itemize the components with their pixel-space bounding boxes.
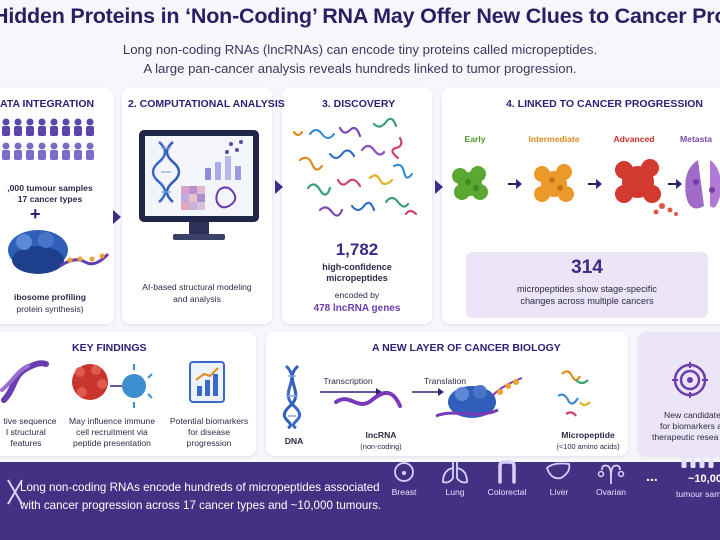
monitor-icon [139,130,259,240]
data-integration-heading: ATA INTEGRATION [0,98,95,110]
page-title: Hidden Proteins in ‘Non-Coding’ RNA May … [0,4,720,28]
lncrna-label: lncRNA [365,430,397,440]
progression-heading: 4. LINKED TO CANCER PROGRESSION [506,98,703,110]
organ-liver-label: Liver [549,487,569,497]
discovery-label-2: micropeptides [326,273,388,283]
progression-count: 314 [571,257,603,278]
biomarker-chart-icon [189,361,225,403]
ribosome-line-1: ibosome profiling [13,292,87,302]
translation-label: Translation [423,376,467,386]
micropeptide-note: (<100 amino acids) [556,442,620,451]
progression-text-1: micropeptides show stage-specific [517,284,657,294]
discovery-heading: 3. DISCOVERY [322,98,396,110]
micropeptide-label: Micropeptide [561,430,615,440]
discovery-encoded-by: encoded by [334,290,380,300]
samples-line-1: ,000 tumour samples [7,183,93,193]
footer-line-2: with cancer progression across 17 cancer… [20,499,382,512]
micropeptides-icon [292,117,418,217]
key-findings-heading: KEY FINDINGS [72,342,147,354]
finding-1-line-3: features [10,438,42,448]
candidates-line-2: for biomarkers a [660,421,720,431]
helix-icon [0,360,49,403]
new-layer-panel [266,332,628,456]
candidates-line-3: therapeutic resea [652,432,719,442]
finding-1-line-2: l structural [6,427,46,437]
patients-icon [2,118,94,160]
tumor-stages-icon [452,159,720,216]
liver-icon [545,462,571,480]
ribosome-icon [8,230,110,274]
finding-1-line-1: tive sequence [3,416,57,426]
breast-icon [394,462,414,482]
biology-flow-icon [282,364,591,430]
flow-arrow-1 [113,210,121,224]
organ-ovarian-label: Ovarian [595,487,627,497]
lncrna-note: (non-coding) [360,442,402,451]
organ-lung-label: Lung [445,487,465,497]
subtitle-line-1: Long non-coding RNAs (lncRNAs) can encod… [122,42,598,57]
finding-3-line-2: for disease [187,427,231,437]
organ-colorectal-label: Colorectal [487,487,527,497]
samples-count: ~10,000 [688,473,720,485]
finding-2-line-3: peptide presentation [73,438,151,448]
stage-intermediate-label: Intermediate [528,134,580,144]
transcription-label: Transcription [323,376,373,386]
target-icon [672,362,708,398]
organ-breast-label: Breast [391,487,417,497]
computational-caption-2: and analysis [173,294,221,304]
people-icon [681,454,714,468]
footer-banner [0,462,720,540]
computational-heading: 2. COMPUTATIONAL ANALYSIS [128,98,285,110]
immune-cell-icon [72,364,153,408]
discovery-genes: 478 lncRNA genes [313,303,401,314]
dna-label: DNA [284,436,304,446]
organs-ellipsis: ... [646,468,658,484]
plus-sign: + [30,204,41,224]
progression-stat-box [466,252,708,318]
footer-ribbon-icon [7,479,23,505]
finding-3-line-3: progression [186,438,232,448]
candidates-line-1: New candidate [664,410,720,420]
flow-arrow-3 [435,180,443,194]
candidates-panel [638,332,720,456]
stage-metastasis-label: Metasta [680,134,712,144]
stage-early-label: Early [464,134,486,144]
lung-icon [442,462,468,484]
new-layer-heading: A NEW LAYER OF CANCER BIOLOGY [372,342,561,354]
samples-line-2: 17 cancer types [17,194,83,204]
flow-arrow-2 [275,180,283,194]
computational-caption-1: AI-based structural modeling [142,282,252,292]
finding-2-line-1: May influence immune [69,416,155,426]
progression-text-2: changes across multiple cancers [520,296,654,306]
discovery-count: 1,782 [335,240,379,259]
colon-icon [498,460,516,484]
ovary-icon [597,464,625,484]
samples-label: tumour samp [676,489,720,499]
finding-3-line-1: Potential biomarkers [169,416,249,426]
subtitle-line-2: A large pan-cancer analysis reveals hund… [143,61,577,76]
stage-advanced-label: Advanced [613,134,655,144]
discovery-label-1: high-confidence [322,262,392,272]
ribosome-line-2: protein synthesis) [16,304,84,314]
finding-2-line-2: cell recruitment via [76,427,148,437]
footer-line-1: Long non-coding RNAs encode hundreds of … [20,481,380,494]
